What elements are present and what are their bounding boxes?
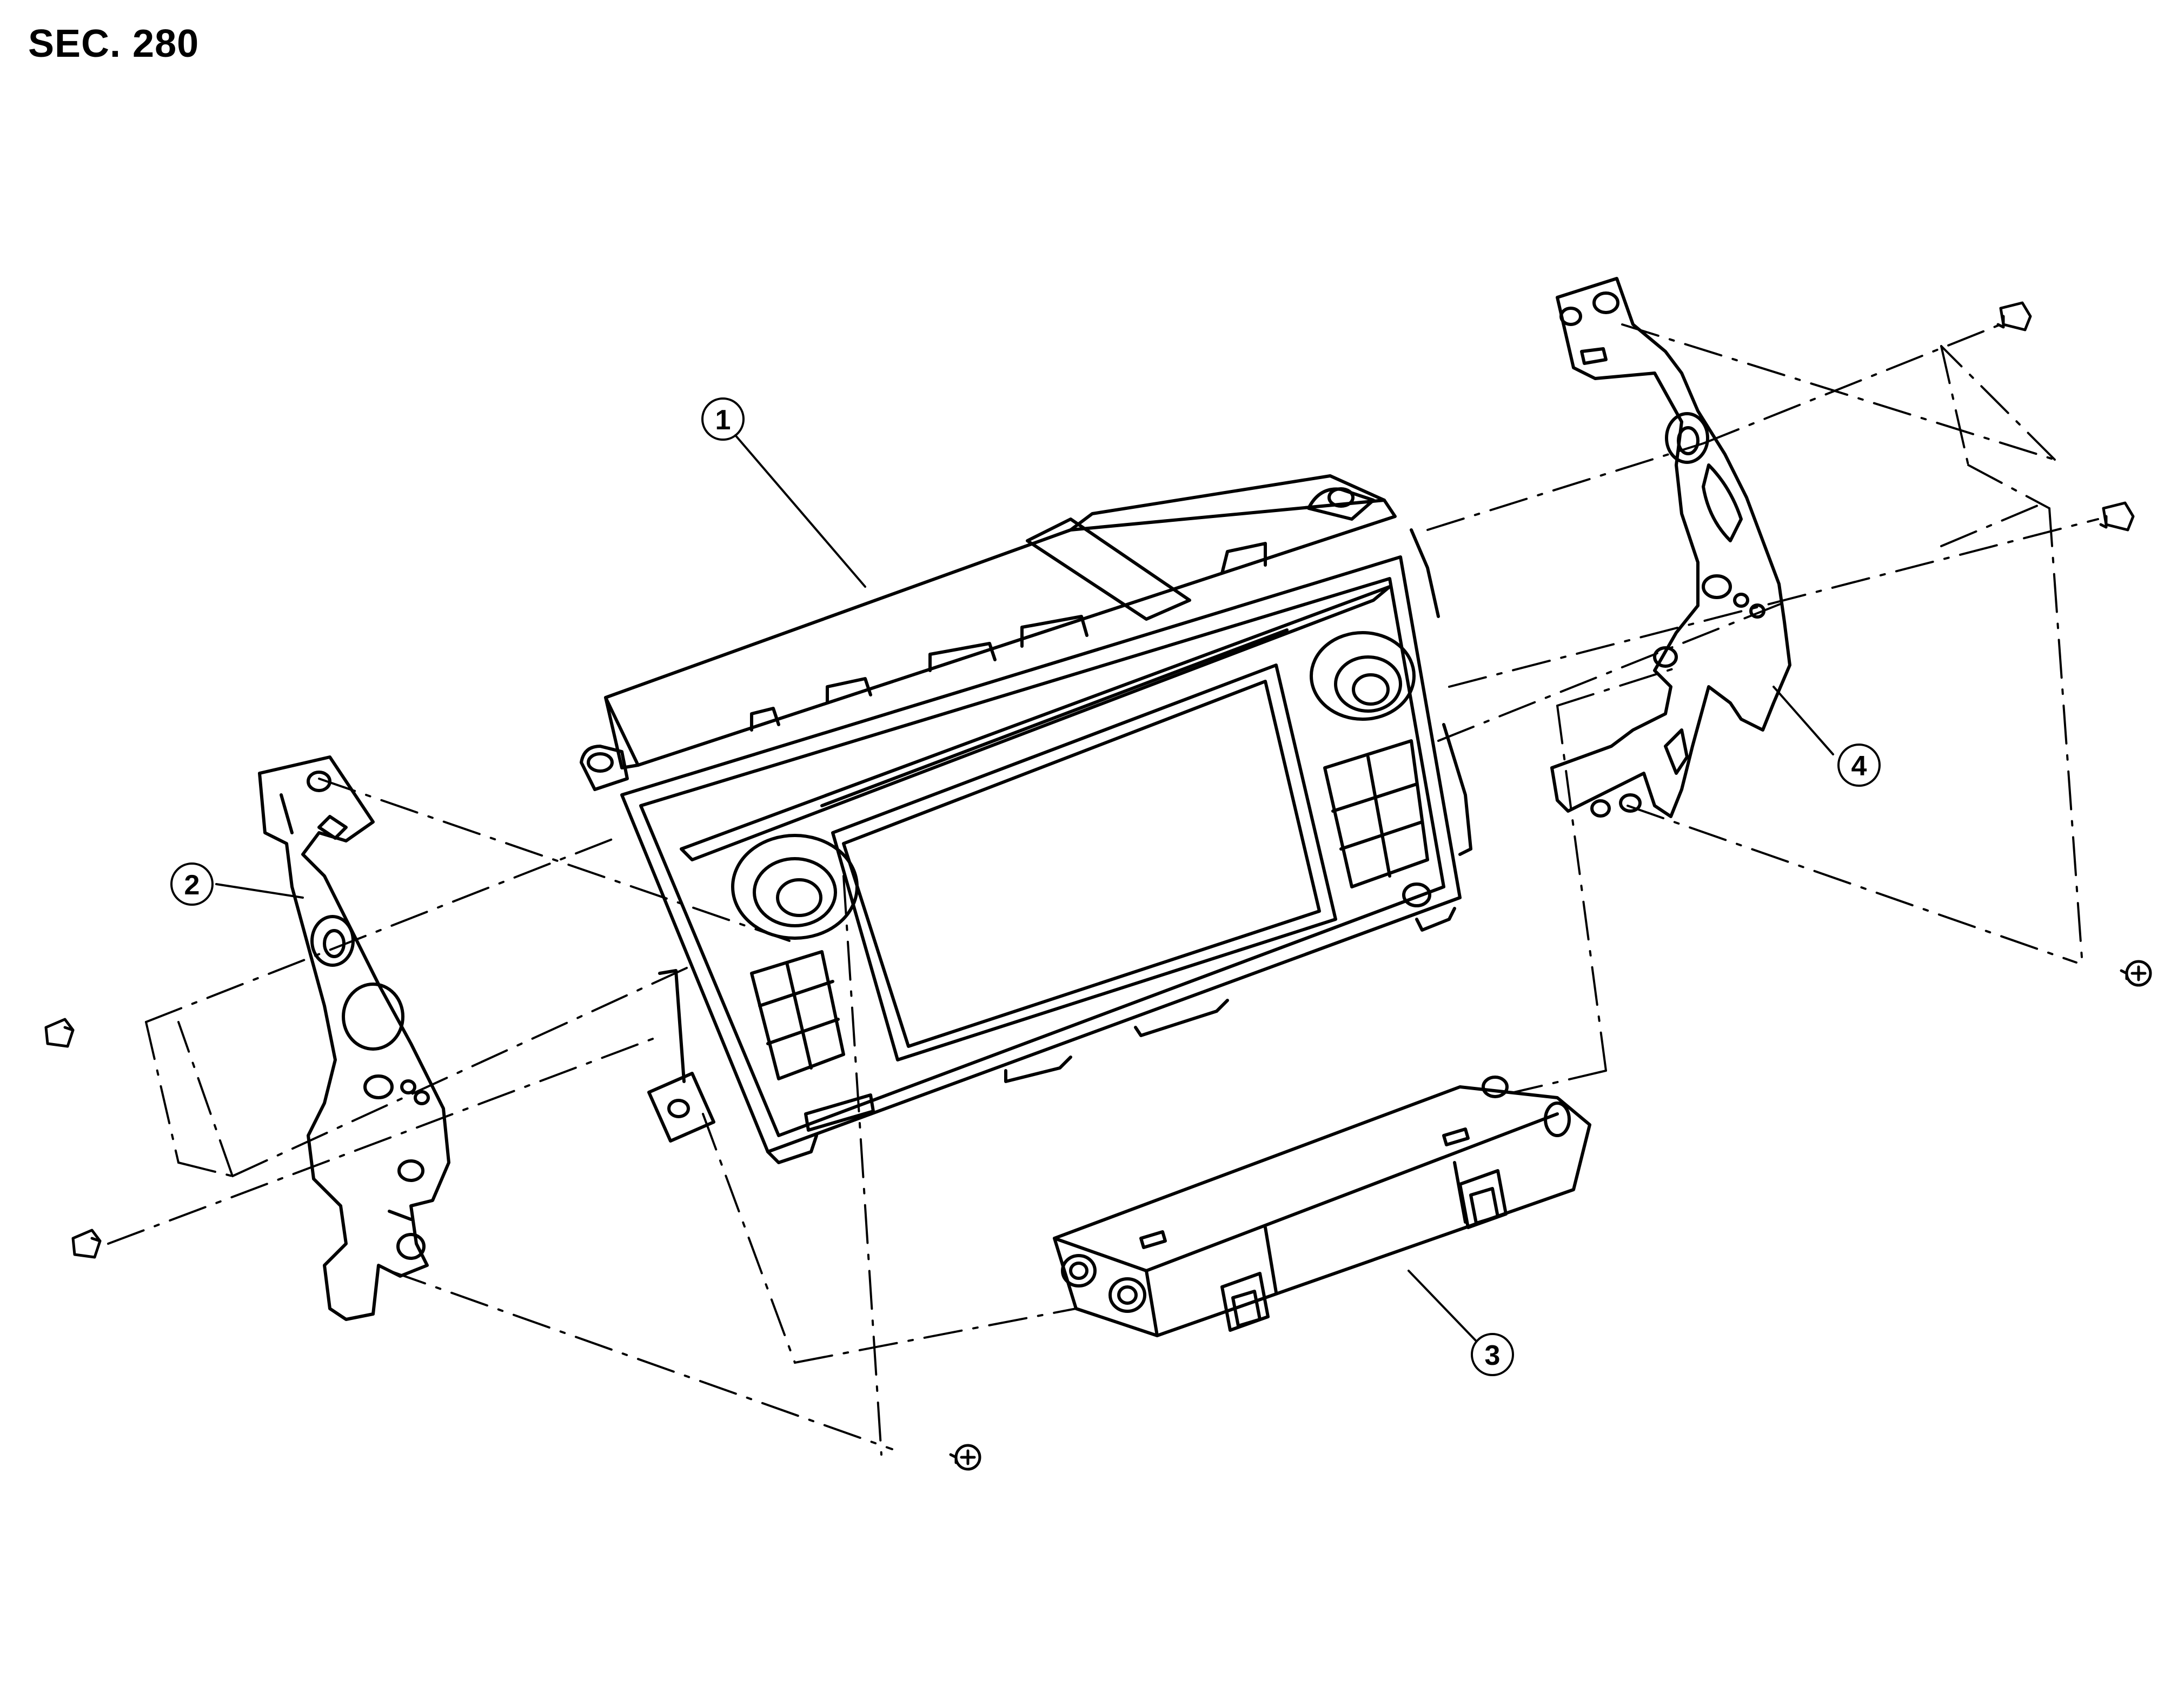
callout-circle-1 xyxy=(701,397,745,441)
screw-right-middle xyxy=(2099,501,2135,532)
cross-screw-bottom xyxy=(949,1444,981,1471)
callout-number-2: 2 xyxy=(184,870,200,901)
callout-number-1: 1 xyxy=(715,404,731,436)
screw-left-lower xyxy=(71,1229,102,1259)
cross-screw-right xyxy=(2120,960,2152,987)
left-bracket xyxy=(258,755,450,1321)
callout-number-4: 4 xyxy=(1851,751,1867,782)
callout-circle-4 xyxy=(1837,744,1881,787)
callout-circle-2 xyxy=(170,862,214,906)
installation-guide-lines xyxy=(107,323,2099,1456)
callout-number-3: 3 xyxy=(1485,1340,1501,1371)
screw-hardware xyxy=(44,301,2152,1471)
screw-upper-right xyxy=(1996,301,2032,331)
right-bracket xyxy=(1550,277,1791,818)
screw-left-upper xyxy=(44,1018,75,1048)
callout-leaders xyxy=(215,434,1834,1342)
lower-module xyxy=(1053,1076,1591,1337)
av-control-unit xyxy=(580,474,1472,1164)
section-title: SEC. 280 xyxy=(28,22,200,65)
callout-circle-3 xyxy=(1471,1333,1514,1376)
